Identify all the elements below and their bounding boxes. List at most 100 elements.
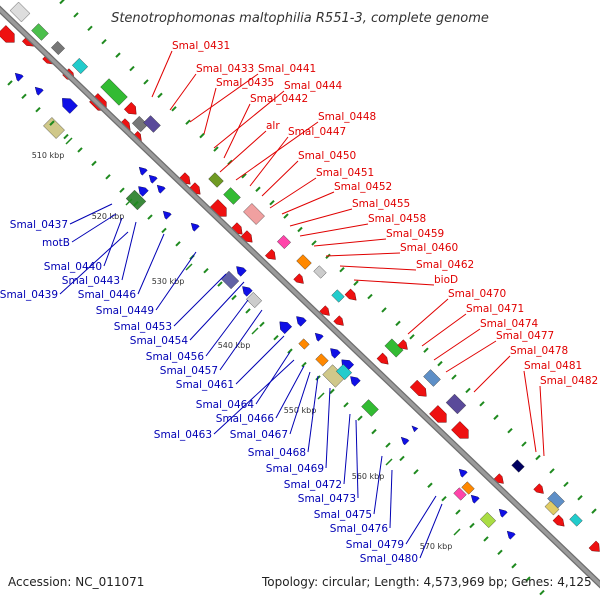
minor-tick xyxy=(493,414,499,420)
reverse-gene-label: Smal_0454 xyxy=(130,335,189,347)
forward-gene-label: Smal_0450 xyxy=(298,150,356,162)
reverse-gene-label: Smal_0472 xyxy=(284,479,342,491)
gene-box xyxy=(384,338,404,358)
reverse-label-leader xyxy=(289,371,311,435)
reverse-label-leader xyxy=(173,273,227,327)
minor-tick xyxy=(479,401,485,407)
forward-gene-label: alr xyxy=(266,120,280,132)
tick-mark xyxy=(251,327,259,335)
reverse-label-leader xyxy=(59,231,129,295)
minor-tick xyxy=(497,549,503,556)
tick-mark xyxy=(317,392,325,400)
reverse-gene-label: Smal_0464 xyxy=(196,399,255,411)
reverse-gene-arrow xyxy=(296,316,307,327)
forward-gene-arrow xyxy=(0,25,15,43)
reverse-gene-label: Smal_0457 xyxy=(160,365,218,377)
forward-gene-arrow xyxy=(123,101,137,115)
minor-tick xyxy=(77,147,83,153)
minor-tick xyxy=(465,387,471,394)
forward-gene-arrow xyxy=(319,305,330,316)
minor-tick xyxy=(7,80,13,86)
forward-gene-label: Smal_0448 xyxy=(318,111,376,123)
reverse-gene-arrow xyxy=(14,72,24,82)
forward-label-leader xyxy=(433,328,481,361)
forward-gene-label: Smal_0477 xyxy=(496,330,554,342)
forward-gene-label: Smal_0433 xyxy=(196,63,254,75)
reverse-gene-label: Smal_0467 xyxy=(230,429,288,441)
gene-box xyxy=(335,363,353,381)
gene-box xyxy=(511,459,525,473)
forward-gene-label: Smal_0442 xyxy=(250,93,308,105)
reverse-label-leader xyxy=(405,495,437,545)
minor-tick xyxy=(427,482,433,488)
forward-label-leader xyxy=(249,136,289,187)
forward-gene-label: Smal_0431 xyxy=(172,40,230,52)
gene-box xyxy=(331,289,345,303)
minor-tick xyxy=(311,240,317,246)
gene-box xyxy=(461,481,475,495)
forward-label-leader xyxy=(445,340,497,373)
reverse-gene-arrow xyxy=(330,348,341,359)
reverse-gene-label: Smal_0437 xyxy=(10,219,68,231)
minor-tick xyxy=(441,495,447,502)
reverse-gene-arrow xyxy=(350,376,361,387)
minor-tick xyxy=(329,388,335,395)
minor-tick xyxy=(549,468,555,474)
minor-tick xyxy=(203,267,209,274)
gene-box xyxy=(453,487,467,501)
forward-gene-arrow xyxy=(588,540,600,552)
gene-box xyxy=(276,234,292,250)
tick-mark xyxy=(65,137,73,145)
reverse-label-leader xyxy=(343,413,351,485)
minor-tick xyxy=(101,39,107,45)
reverse-gene-label: Smal_0466 xyxy=(216,413,275,425)
gene-box xyxy=(9,1,31,23)
reverse-label-leader xyxy=(137,233,165,295)
minor-tick xyxy=(535,454,541,461)
reverse-gene-arrow xyxy=(62,98,78,114)
reverse-label-leader xyxy=(121,221,137,281)
reverse-gene-arrow xyxy=(400,436,410,446)
forward-gene-arrow xyxy=(333,315,344,326)
gene-box xyxy=(143,115,161,133)
minor-tick xyxy=(381,307,387,313)
reverse-label-leader xyxy=(235,335,285,385)
tick-mark xyxy=(385,458,393,466)
reverse-label-leader xyxy=(419,503,443,559)
reverse-gene-label: Smal_0479 xyxy=(346,539,404,551)
forward-gene-arrow xyxy=(264,248,276,260)
reverse-label-leader xyxy=(155,251,197,311)
minor-tick xyxy=(423,347,429,353)
reverse-gene-label: Smal_0456 xyxy=(146,351,205,363)
tick-mark xyxy=(125,198,133,206)
forward-gene-label: Smal_0470 xyxy=(448,288,506,300)
minor-tick xyxy=(119,187,125,193)
forward-gene-label: Smal_0474 xyxy=(480,318,539,330)
minor-tick xyxy=(353,280,359,286)
forward-label-leader xyxy=(169,73,197,111)
minor-tick xyxy=(147,214,153,220)
minor-tick xyxy=(213,146,219,152)
reverse-gene-label: Smal_0446 xyxy=(78,289,137,301)
forward-gene-label: Smal_0451 xyxy=(316,167,374,179)
minor-tick xyxy=(143,79,149,85)
forward-label-leader xyxy=(261,160,299,197)
tick-mark xyxy=(453,528,461,536)
reverse-gene-arrow xyxy=(458,468,468,478)
minor-tick xyxy=(269,199,275,206)
gene-box xyxy=(50,40,66,56)
forward-gene-arrow xyxy=(552,514,565,527)
minor-tick xyxy=(301,361,307,368)
forward-gene-label: Smal_0447 xyxy=(288,126,346,138)
reverse-gene-arrow xyxy=(162,210,172,220)
forward-label-leader xyxy=(203,87,217,135)
gene-box xyxy=(298,338,310,350)
gene-box xyxy=(223,187,241,205)
reverse-label-leader xyxy=(307,375,319,453)
minor-tick xyxy=(255,186,261,192)
gene-box xyxy=(100,78,128,106)
reverse-gene-label: motB xyxy=(42,237,70,249)
reverse-gene-label: Smal_0480 xyxy=(360,553,418,565)
forward-gene-label: Smal_0460 xyxy=(400,242,458,254)
